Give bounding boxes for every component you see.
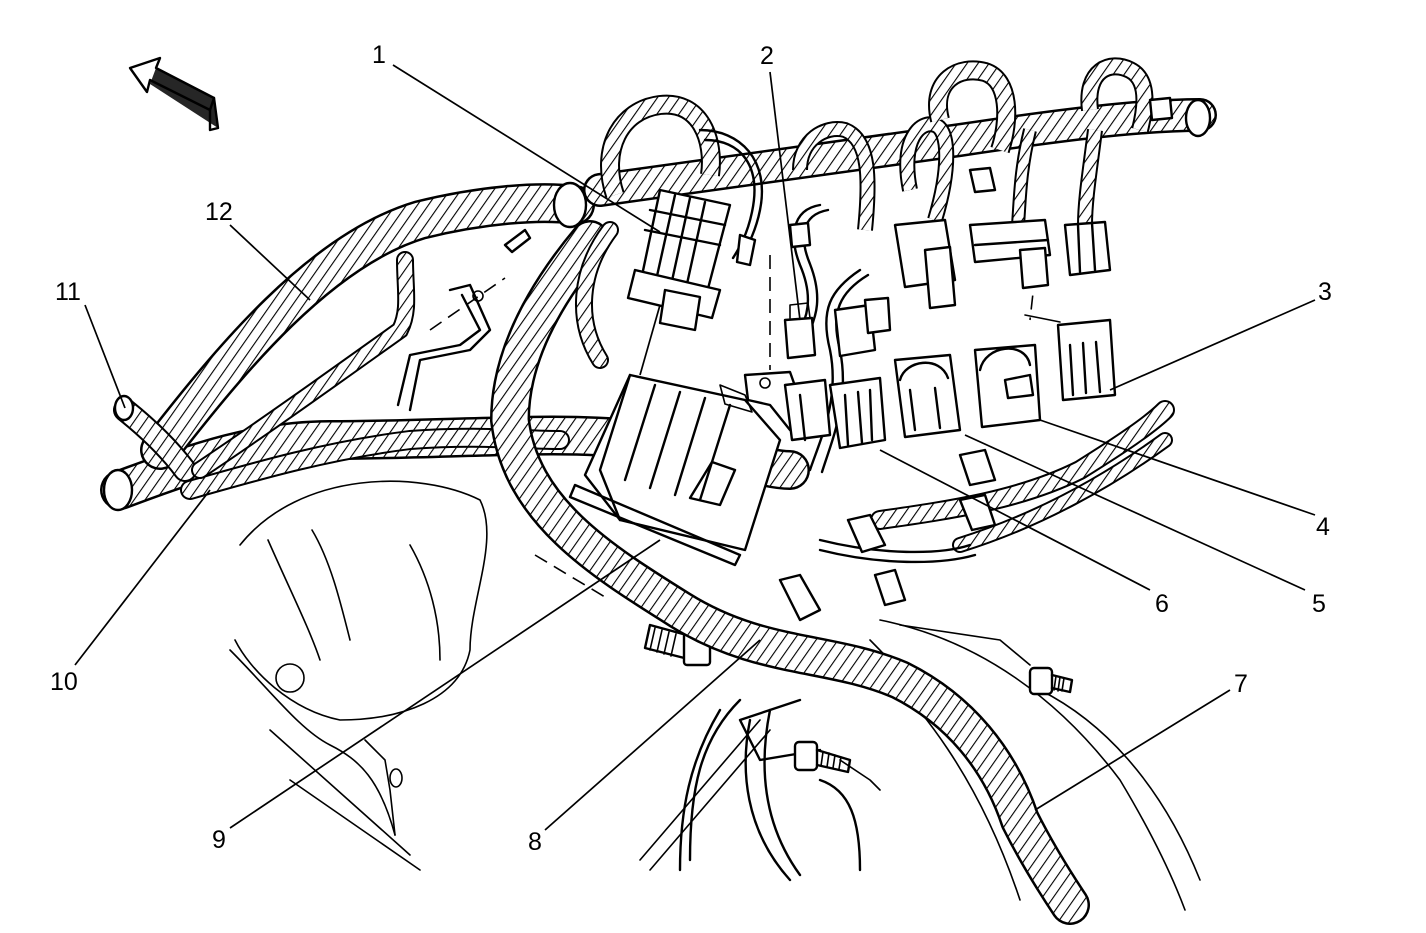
callout-3: 3 <box>1318 278 1332 306</box>
bracket-screw <box>503 228 532 254</box>
connector-injector-a <box>783 296 892 450</box>
callout-4: 4 <box>1316 513 1330 541</box>
callout-11: 11 <box>55 278 81 306</box>
callout-9: 9 <box>212 826 226 854</box>
harness-branch-8 <box>489 220 1090 925</box>
callout-1: 1 <box>372 41 386 69</box>
injector-wire-loops <box>600 57 1154 474</box>
harness-clips <box>778 96 1174 622</box>
connector-injector-d <box>1024 220 1117 402</box>
callout-10: 10 <box>50 668 78 696</box>
mounting-bracket <box>396 283 492 412</box>
callout-labels: 1 2 3 4 5 6 7 8 9 10 11 12 <box>50 41 1332 856</box>
harness-branch-11 <box>113 394 197 482</box>
main-connector-block <box>568 373 782 567</box>
connector-injector-c <box>968 218 1052 429</box>
brake-lines <box>639 698 881 882</box>
callout-5: 5 <box>1312 590 1326 618</box>
callout-8: 8 <box>528 828 542 856</box>
connector-1 <box>626 188 757 332</box>
callout-12: 12 <box>205 198 233 226</box>
front-direction-arrow-icon <box>128 56 220 132</box>
callout-6: 6 <box>1155 590 1169 618</box>
leader-lines <box>74 64 1316 831</box>
callout-7: 7 <box>1234 670 1248 698</box>
connector-injector-b <box>893 218 962 439</box>
harness-branch-7 <box>575 221 619 369</box>
ground-stud-bolt-lower <box>793 740 852 774</box>
engine-block-outline <box>229 480 488 871</box>
callout-2: 2 <box>760 42 774 70</box>
connector-2 <box>783 221 817 360</box>
ground-stud-bolt <box>1028 666 1074 696</box>
upper-harness-branch <box>140 181 595 470</box>
